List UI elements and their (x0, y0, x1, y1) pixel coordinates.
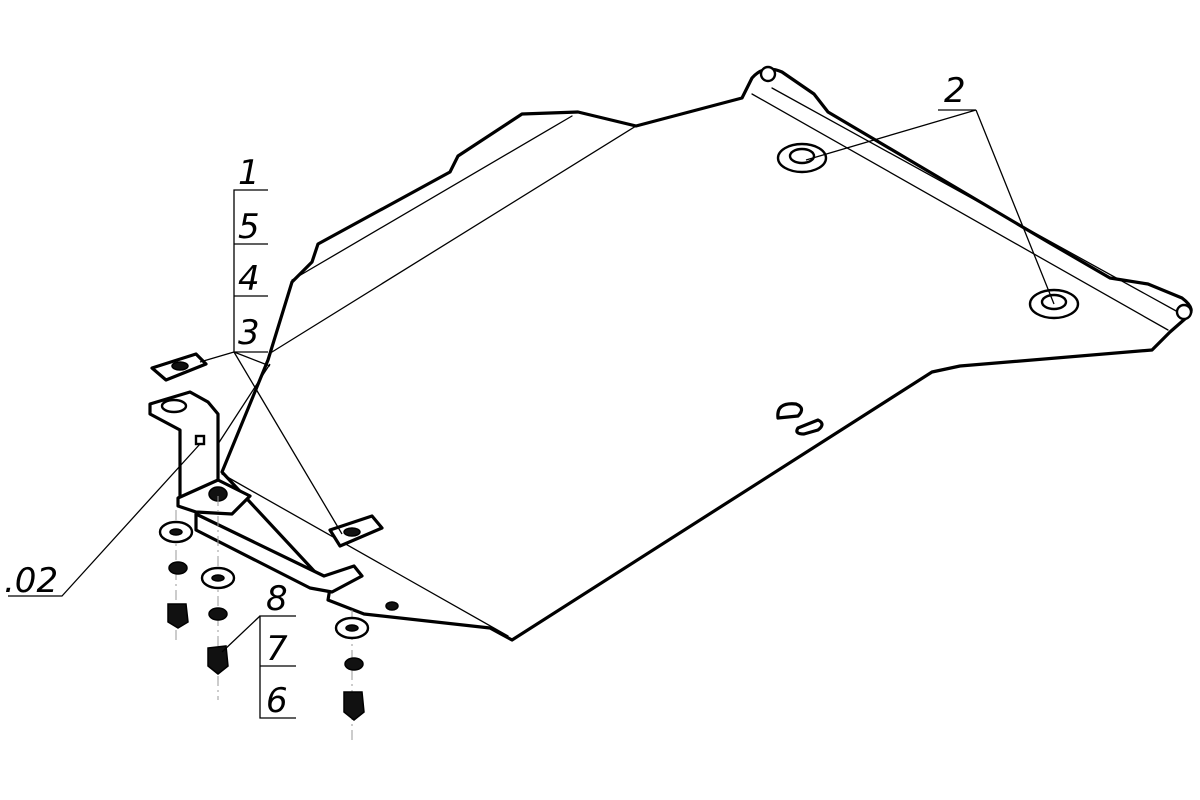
callout-6: 6 (266, 681, 288, 721)
washer-right-hole (345, 624, 359, 632)
skid-plate (220, 65, 1193, 642)
front-bracket (148, 390, 364, 594)
bend-line-front (221, 473, 509, 637)
clip-nut-upper (776, 142, 828, 174)
washer-middle-hole (211, 574, 225, 582)
callout-5: 5 (238, 207, 260, 247)
bend-line-left-flange (291, 115, 573, 281)
bolt-middle (207, 645, 229, 675)
bracket-rail (194, 512, 364, 594)
bend-line-left-inner (271, 125, 637, 353)
callout-2: 2 (944, 71, 966, 111)
leader-to-cage-nut-upper (199, 351, 235, 363)
callout-8: 8 (266, 579, 288, 619)
drain-hole (385, 601, 399, 611)
lock-washer-left (168, 561, 188, 575)
fastener-stack-right (334, 616, 370, 721)
bracket-marker (194, 434, 206, 446)
leader-callout-2 (805, 109, 1055, 305)
bolt-left (167, 603, 189, 629)
cage-nut-lower (328, 514, 384, 548)
slot-hole-lower (795, 418, 824, 436)
lock-washer-right (344, 657, 364, 671)
bolt-right (343, 691, 365, 721)
lock-washer-middle (208, 607, 228, 621)
cage-nut-upper (150, 352, 208, 382)
fastener-stack-left (158, 520, 194, 629)
bend-line-right-inner (771, 87, 1179, 313)
leader-to-cage-nut-lower (233, 351, 343, 535)
callout-02: .02 (4, 561, 58, 601)
mount-hole-rear-top (759, 65, 777, 83)
leader-to-plate-edge (233, 351, 271, 367)
callout-4: 4 (238, 259, 260, 299)
leader-stack-876 (259, 615, 296, 719)
callout-1: 1 (238, 153, 260, 193)
leader-to-bracket (217, 363, 271, 445)
slot-hole-upper (776, 402, 804, 420)
leader-stack-1543 (233, 189, 268, 353)
callout-3: 3 (238, 313, 260, 353)
callout-7: 7 (266, 629, 288, 669)
leader-lines (8, 109, 1055, 719)
skid-plate-outline (220, 67, 1193, 642)
fastener-stack-middle (200, 566, 236, 675)
leader-to-bolt-middle (221, 615, 261, 653)
mount-hole-rear-right (1175, 303, 1193, 321)
bend-line-right-flange (751, 93, 1169, 331)
clip-nut-lower (1028, 288, 1080, 320)
washer-left-hole (169, 528, 183, 536)
leader-callout-02 (8, 443, 201, 597)
bracket-slot (160, 398, 188, 414)
